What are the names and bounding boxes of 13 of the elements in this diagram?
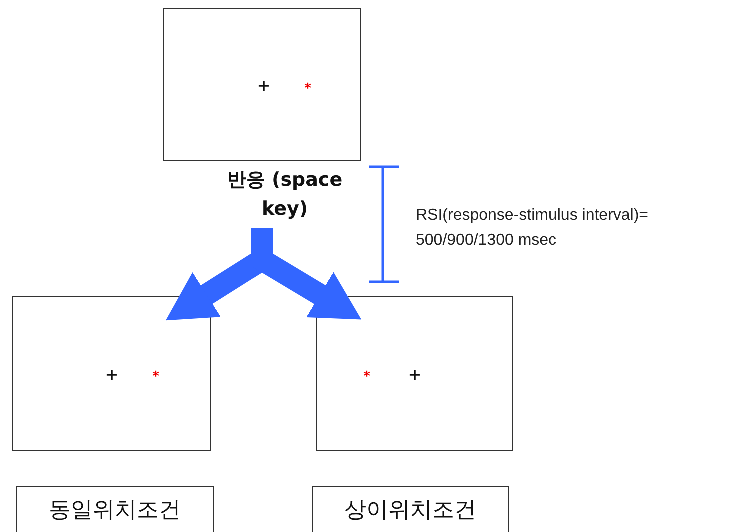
condition-label: 상이위치조건: [312, 486, 509, 532]
fixation-cross: +: [408, 367, 422, 383]
screen-frame: [316, 296, 513, 451]
stimulus-mark: *: [152, 370, 160, 384]
fixation-cross: +: [105, 367, 119, 383]
fixation-cross: +: [257, 78, 271, 94]
screen-frame: [12, 296, 211, 451]
screen-frame: [163, 8, 361, 161]
response-label: 반응 (space key): [210, 166, 360, 224]
interval-note: RSI(response-stimulus interval)= 500/900/1300 msec: [416, 206, 650, 251]
stimulus-mark: *: [364, 370, 370, 384]
stimulus-mark: *: [304, 82, 312, 96]
condition-label: 동일위치조건: [16, 486, 214, 532]
